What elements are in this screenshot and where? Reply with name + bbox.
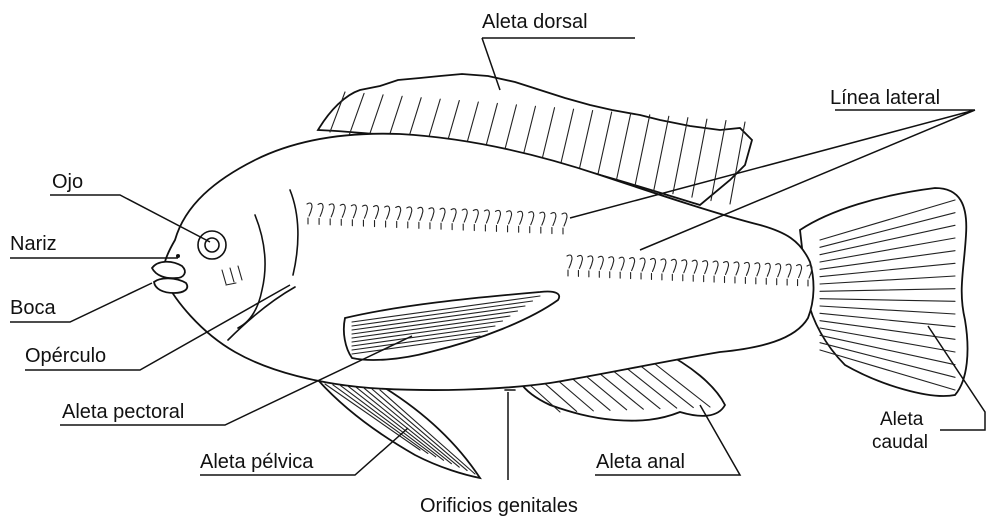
caudal-fin [800,188,968,396]
label-ojo: Ojo [52,171,83,193]
label-nariz: Nariz [10,233,57,255]
label-aleta-pelvica: Aleta pélvica [200,451,314,473]
label-aleta-dorsal: Aleta dorsal [482,11,588,33]
label-aleta-pectoral: Aleta pectoral [62,401,184,423]
label-operculo: Opérculo [25,345,106,367]
label-aleta-caudal-line1: Aleta [880,409,924,430]
label-aleta-caudal-line2: caudal [872,432,928,453]
label-boca: Boca [10,297,56,319]
pelvic-fin [318,379,480,478]
label-orificios-genitales: Orificios genitales [420,495,578,517]
label-aleta-anal: Aleta anal [596,451,685,473]
label-linea-lateral: Línea lateral [830,87,940,109]
